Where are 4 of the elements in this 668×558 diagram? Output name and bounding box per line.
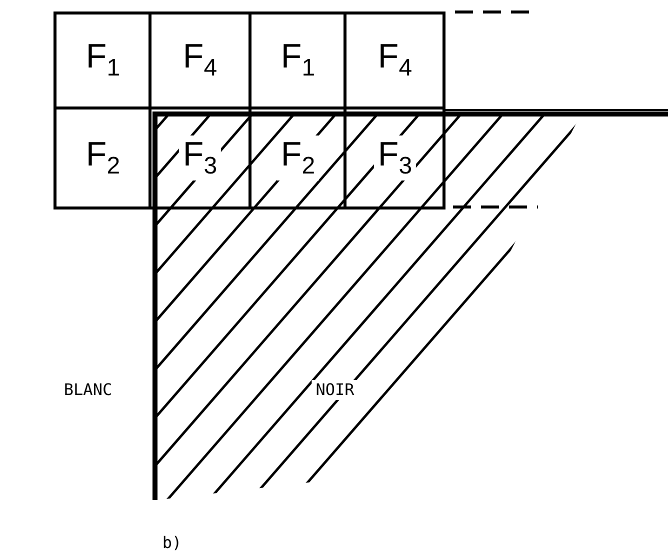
region-label: NOIR [312,380,358,400]
grid-label: F$_{3}$ [374,136,416,180]
grid-label: F$_{2}$ [276,136,320,180]
grid-label: F$_{3}$ [178,136,222,180]
